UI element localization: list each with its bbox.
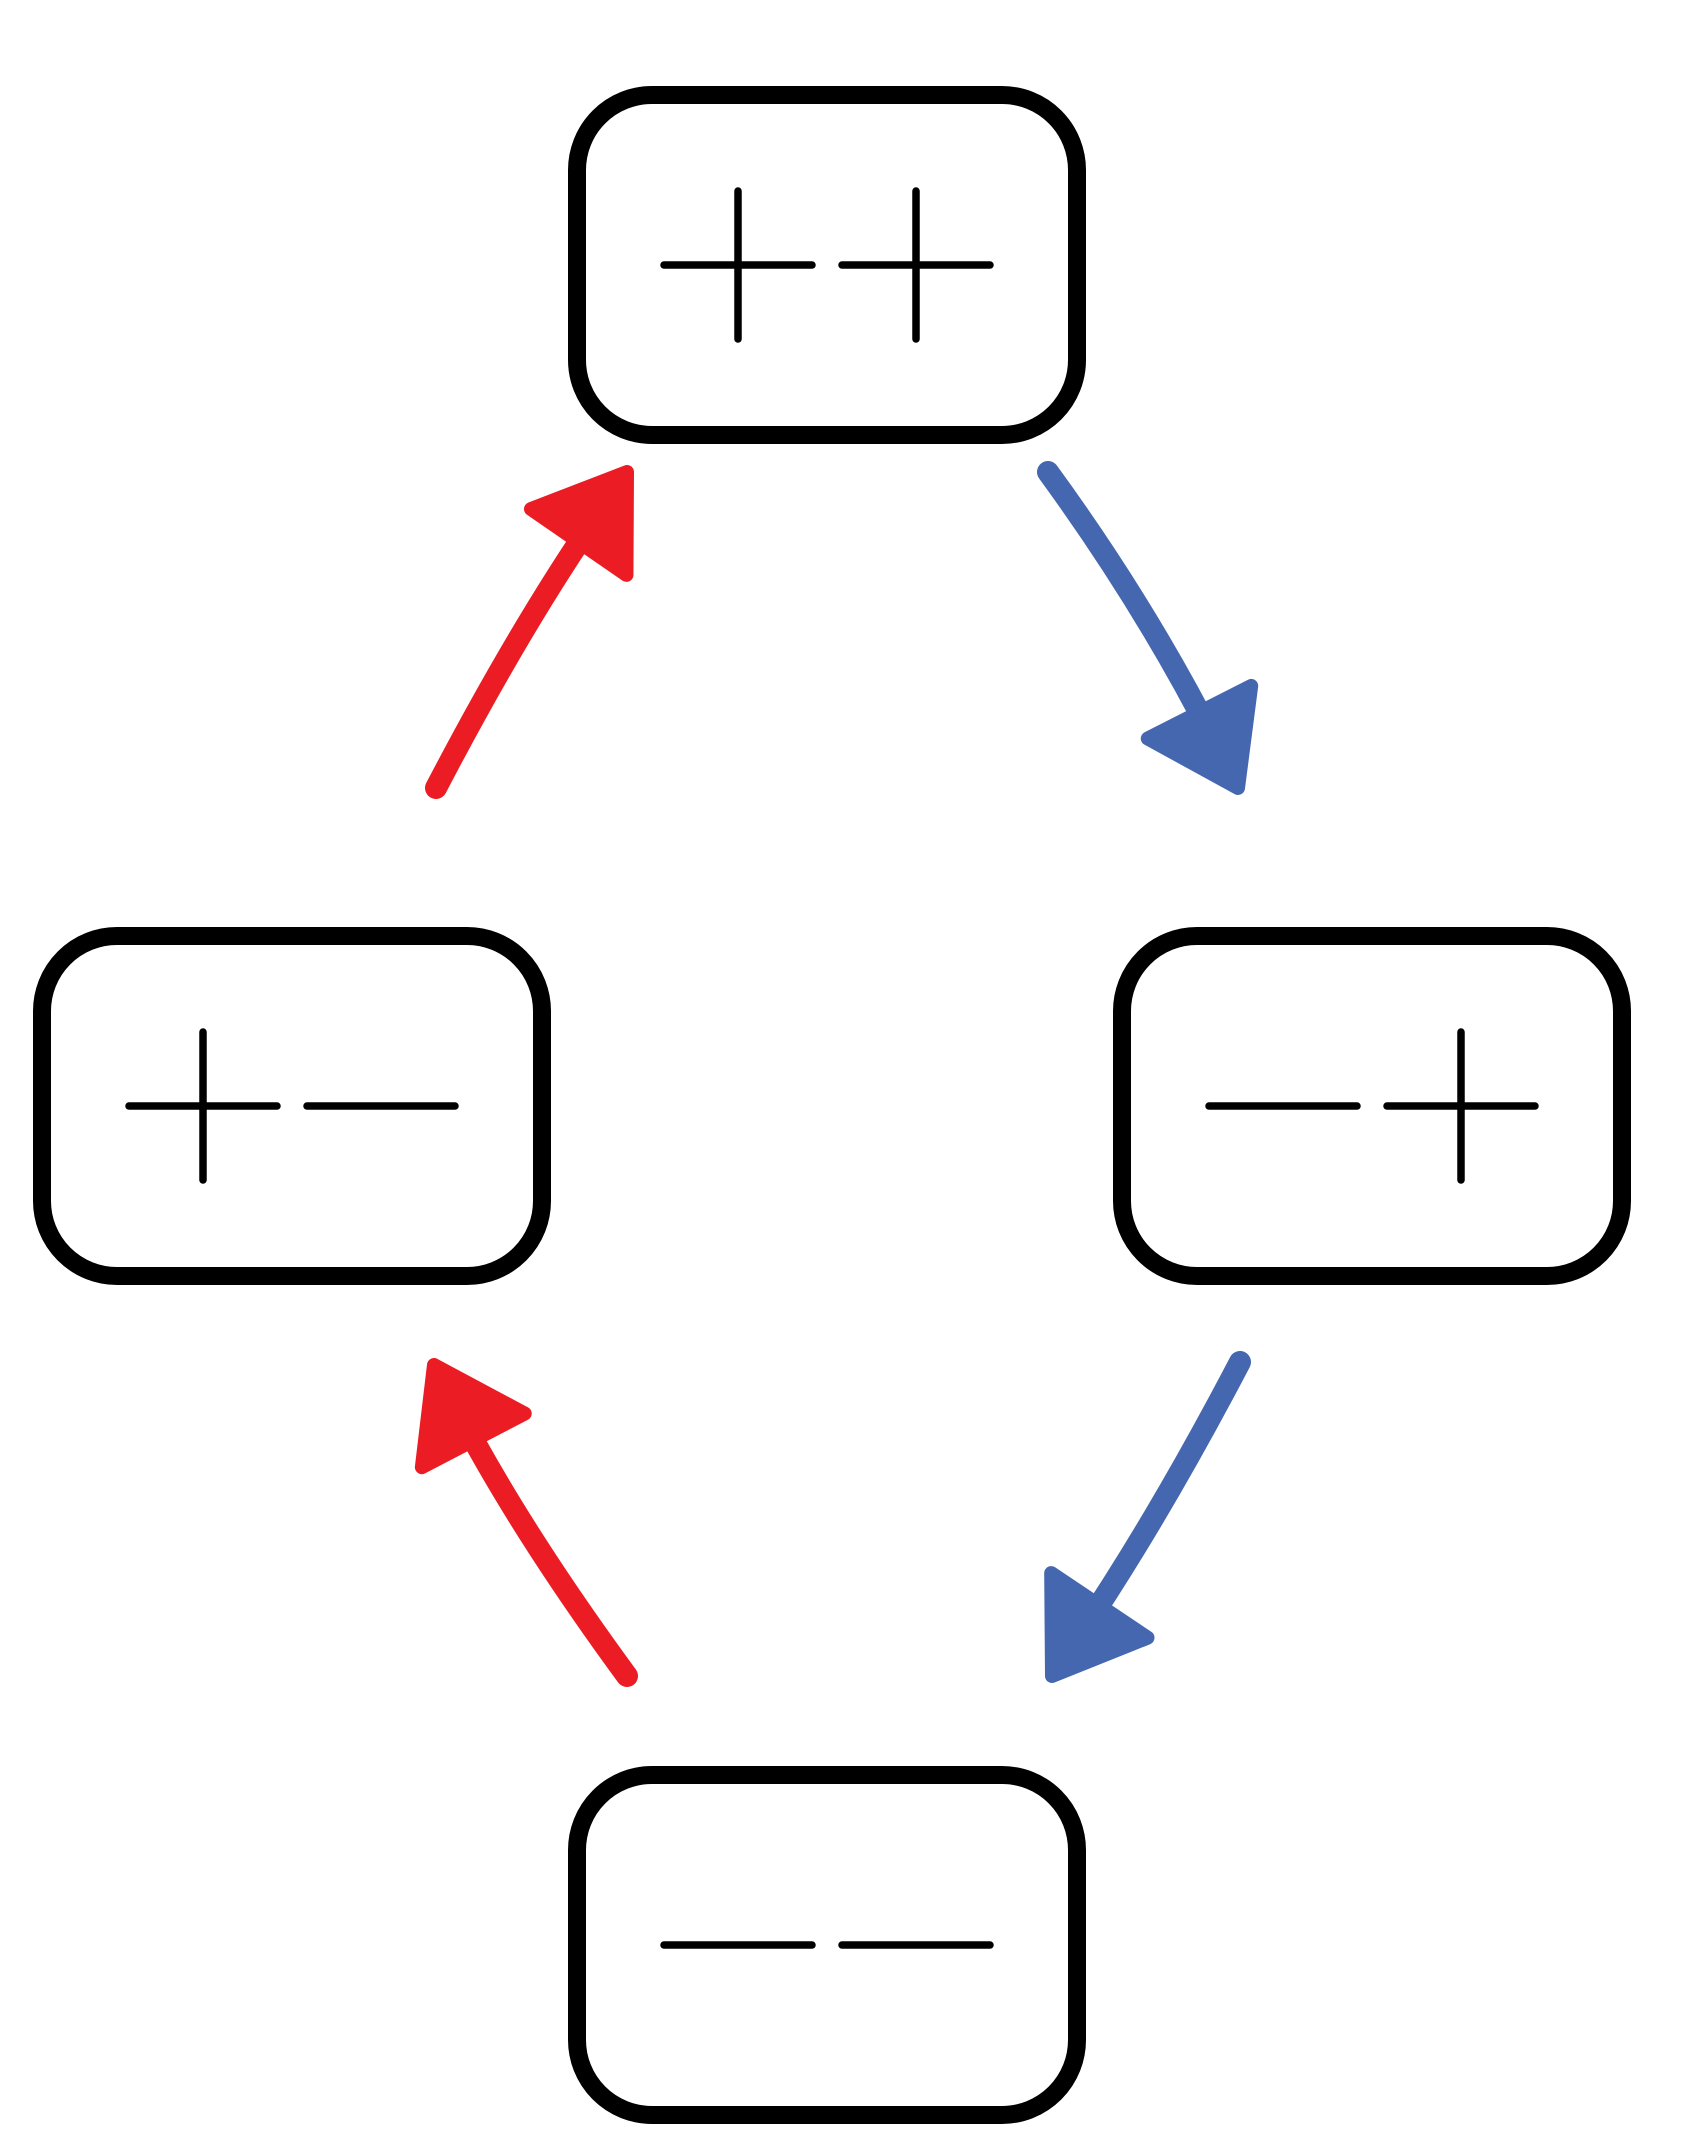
arrow-top-to-right (1037, 461, 1259, 795)
state-box-left (33, 927, 551, 1285)
arrow-head-icon (1044, 1566, 1155, 1683)
state-box-bottom (568, 1766, 1086, 2124)
arrow-bottom-to-left (414, 1358, 638, 1687)
state-box-frame (1113, 927, 1631, 1285)
arrow-shaft (1037, 461, 1226, 754)
state-box-right (1113, 927, 1631, 1285)
arrow-head-icon (414, 1358, 532, 1475)
state-boxes (33, 86, 1631, 2124)
arrow-shaft (425, 502, 610, 799)
state-box-frame (33, 927, 551, 1285)
state-box-frame (568, 86, 1086, 444)
arrow-head-icon (1140, 678, 1259, 795)
arrow-shaft (446, 1399, 638, 1687)
plus-sign-icon (838, 187, 994, 343)
state-box-frame (568, 1766, 1086, 2124)
transition-arrows (414, 461, 1259, 1687)
state-box-top (568, 86, 1086, 444)
arrow-right-to-bottom (1044, 1351, 1251, 1683)
plus-sign-icon (1383, 1028, 1539, 1184)
plus-sign-icon (125, 1028, 281, 1184)
arrow-head-icon (523, 465, 634, 582)
arrow-left-to-top (425, 465, 634, 799)
arrow-shaft (1069, 1351, 1251, 1645)
plus-sign-icon (660, 187, 816, 343)
